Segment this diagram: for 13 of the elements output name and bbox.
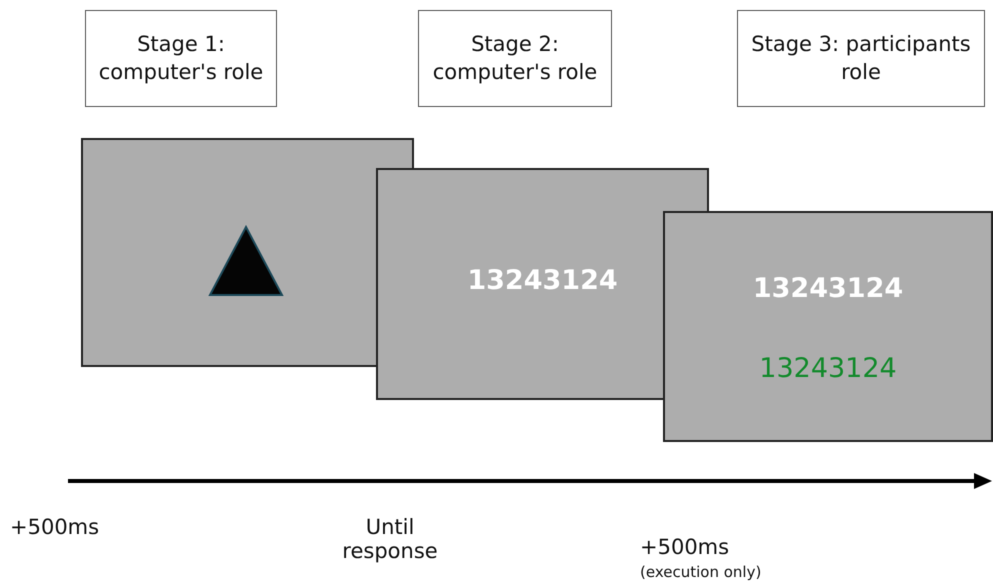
digit-sequence: 13243124 [758,353,898,384]
time-label: Until response [341,515,439,563]
time-label: +500ms [640,535,730,559]
triangle-icon [208,225,284,297]
stage-label-box: Stage 1: computer's role [85,10,277,107]
screen-panel [81,138,414,367]
note: (execution only) [640,563,762,581]
digit-sequence: 13243124 [466,265,619,296]
time-label: +500ms [10,515,100,539]
digit-sequence: 13243124 [752,273,904,304]
stage-label-box: Stage 3: participants role [737,10,985,107]
screen-panel [663,211,993,442]
stage-label-box: Stage 2: computer's role [418,10,612,107]
